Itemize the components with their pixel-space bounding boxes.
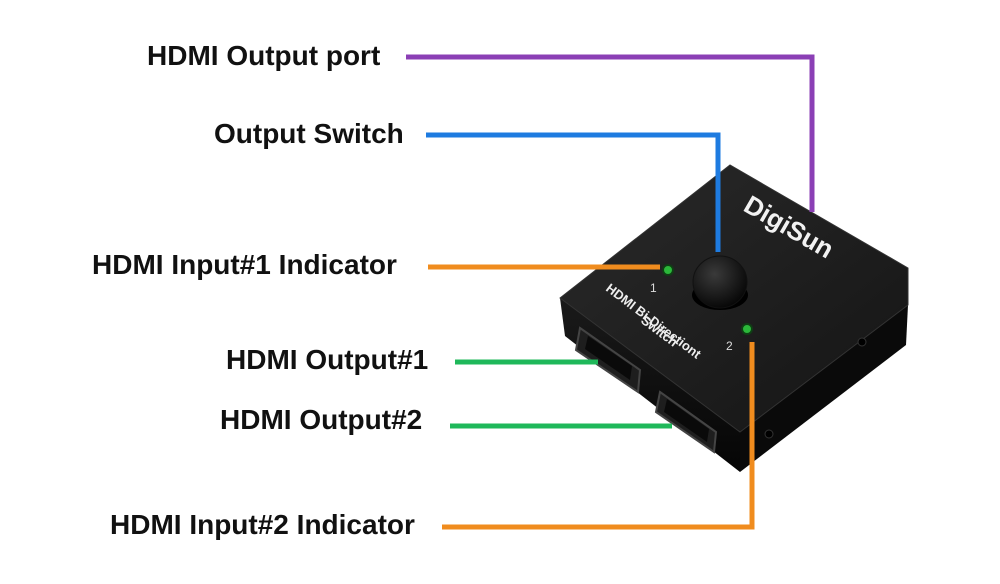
device-led-label-2: 2 [726,339,733,353]
hdmi-switch-device: 1 2 HDMI Bi-Directiont Switch DigiSun [559,164,909,472]
label-output1: HDMI Output#1 [226,344,429,375]
label-hdmi-output-port: HDMI Output port [147,40,381,71]
led-indicator-1 [662,264,674,276]
output-switch-button[interactable] [692,255,748,310]
screw-hole-1 [857,337,867,347]
leader-line-input2-indicator [442,342,755,530]
label-input1-indicator: HDMI Input#1 Indicator [92,249,397,280]
leader-line-hdmi-output-port [406,54,815,212]
screw-hole-2 [764,429,774,439]
label-output-switch: Output Switch [214,118,404,149]
device-led-label-1: 1 [650,281,657,295]
device-front-right-face [740,305,908,472]
label-output2: HDMI Output#2 [220,404,423,435]
label-input2-indicator: HDMI Input#2 Indicator [110,509,415,540]
hdmi-port-1[interactable] [574,326,642,394]
led-indicator-2 [741,323,753,335]
hdmi-port-2[interactable] [654,390,718,454]
leader-line-output-switch [426,132,721,252]
